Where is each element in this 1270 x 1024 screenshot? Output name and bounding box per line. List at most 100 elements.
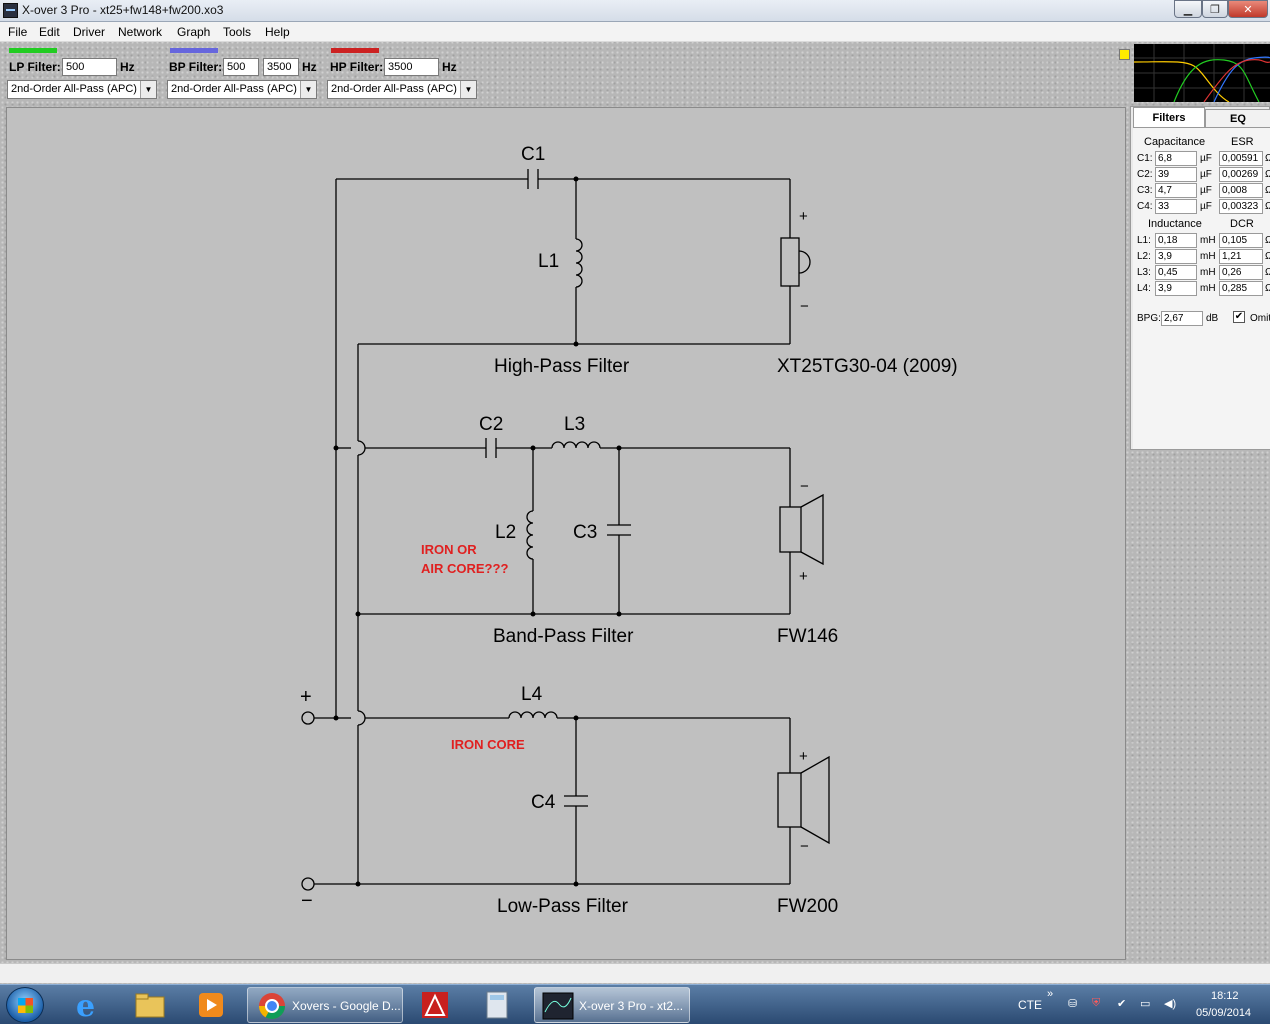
menu-network[interactable]: Network [118, 25, 163, 39]
c2-unit: µF [1200, 169, 1212, 180]
capacitance-header: Capacitance [1144, 136, 1206, 148]
label-l1: L1 [538, 251, 559, 272]
close-button[interactable]: ✕ [1228, 0, 1268, 18]
l2-dcr-input[interactable]: 1,21 [1219, 249, 1263, 264]
omit-checkbox[interactable]: ✔ [1233, 311, 1245, 323]
dcr-header: DCR [1230, 218, 1254, 230]
language-indicator[interactable]: CTE [1018, 998, 1042, 1012]
display-icon[interactable]: ▭ [1140, 998, 1151, 1010]
lp-frequency-input[interactable]: 500 [62, 58, 117, 76]
c3-unit: µF [1200, 185, 1212, 196]
hp-type-select[interactable]: 2nd-Order All-Pass (APC) ▼ [327, 80, 477, 99]
tab-eq[interactable]: EQ [1205, 109, 1270, 128]
c4-label: C4: [1137, 201, 1153, 212]
graph-resize-handle[interactable] [1119, 49, 1130, 60]
bp-type-value: 2nd-Order All-Pass (APC) [171, 83, 297, 95]
volume-icon[interactable]: ◀) [1164, 998, 1177, 1010]
taskbar: e Xovers - Google D... X-over 3 Pro - xt… [0, 984, 1270, 1024]
bpg-value-input[interactable]: 2,67 [1161, 311, 1203, 326]
lp-filter-label: LP Filter: [9, 60, 61, 74]
l1-dcr-input[interactable]: 0,105 [1219, 233, 1263, 248]
c4-esr-input[interactable]: 0,00323 [1219, 199, 1263, 214]
l4-dcr-input[interactable]: 0,285 [1219, 281, 1263, 296]
bp-section-title: Band-Pass Filter [493, 626, 634, 647]
tweeter-plus: + [799, 208, 808, 225]
xover-task-label: X-over 3 Pro - xt2... [579, 999, 684, 1013]
c1-esr-input[interactable]: 0,00591 [1219, 151, 1263, 166]
c4-value-input[interactable]: 33 [1155, 199, 1197, 214]
l2-dcr-unit: Ω [1265, 251, 1270, 262]
menu-graph[interactable]: Graph [177, 25, 211, 39]
maximize-button[interactable]: ❐ [1202, 0, 1228, 18]
c2-esr-input[interactable]: 0,00269 [1219, 167, 1263, 182]
l2-label: L2: [1137, 251, 1151, 262]
menu-edit[interactable]: Edit [39, 25, 60, 39]
l1-coil [575, 238, 583, 288]
l3-dcr-input[interactable]: 0,26 [1219, 265, 1263, 280]
svg-text:e: e [76, 989, 95, 1021]
note-l4: IRON CORE [451, 737, 525, 752]
c2-value-input[interactable]: 39 [1155, 167, 1197, 182]
midrange-driver-icon [779, 506, 802, 553]
bp-high-frequency-input[interactable]: 3500 [263, 58, 299, 76]
chrome-task-label: Xovers - Google D... [292, 999, 401, 1013]
l1-dcr-unit: Ω [1265, 235, 1270, 246]
midrange-plus: + [799, 568, 808, 585]
start-button[interactable] [6, 987, 44, 1023]
bp-low-frequency-input[interactable]: 500 [223, 58, 259, 76]
taskbar-chrome-task[interactable]: Xovers - Google D... [247, 987, 403, 1023]
tweeter-icon [780, 237, 800, 287]
l2-value-input[interactable]: 3,9 [1155, 249, 1197, 264]
menu-driver[interactable]: Driver [73, 25, 105, 39]
antivirus-icon[interactable]: ⛨ [1092, 997, 1101, 1009]
l1-value-input[interactable]: 0,18 [1155, 233, 1197, 248]
minimize-button[interactable]: ▁ [1174, 0, 1202, 18]
lp-response-curve [1133, 61, 1230, 103]
lp-type-value: 2nd-Order All-Pass (APC) [11, 83, 137, 95]
calculator-icon[interactable] [480, 989, 514, 1021]
taskbar-xover-task[interactable]: X-over 3 Pro - xt2... [534, 987, 690, 1023]
label-c1: C1 [521, 144, 545, 165]
menu-help[interactable]: Help [265, 25, 290, 39]
update-icon[interactable]: ✔ [1117, 998, 1127, 1010]
l3-label: L3: [1137, 267, 1151, 278]
woofer-icon [777, 772, 802, 828]
file-explorer-icon[interactable] [133, 989, 167, 1021]
label-l2: L2 [495, 522, 516, 543]
woofer-plus: + [799, 748, 808, 765]
menu-file[interactable]: File [8, 25, 28, 39]
c3-value-input[interactable]: 4,7 [1155, 183, 1197, 198]
chevron-down-icon[interactable]: ▼ [140, 81, 156, 98]
autocad-icon[interactable] [418, 989, 452, 1021]
lp-type-select[interactable]: 2nd-Order All-Pass (APC) ▼ [7, 80, 157, 99]
c3-esr-input[interactable]: 0,008 [1219, 183, 1263, 198]
chevron-down-icon[interactable]: ▼ [460, 81, 476, 98]
clock-time[interactable]: 18:12 [1211, 990, 1239, 1002]
app-icon[interactable] [3, 3, 18, 18]
c1-value-input[interactable]: 6,8 [1155, 151, 1197, 166]
lp-color-bar [9, 48, 57, 53]
filters-tab-body: Capacitance ESR C1: 6,8 µF 0,00591 Ω C2:… [1133, 127, 1270, 449]
woofer-minus: − [800, 838, 809, 855]
mini-response-graph[interactable] [1133, 44, 1270, 103]
network-icon[interactable]: ⛁ [1068, 998, 1078, 1010]
bp-unit: Hz [302, 60, 317, 74]
tab-filters[interactable]: Filters [1133, 107, 1205, 128]
internet-explorer-icon[interactable]: e [72, 989, 106, 1021]
hp-color-bar [331, 48, 379, 53]
tray-expand-icon[interactable]: » [1047, 988, 1054, 1000]
hp-frequency-input[interactable]: 3500 [384, 58, 439, 76]
inductance-header: Inductance [1148, 218, 1202, 230]
clock-date[interactable]: 05/09/2014 [1196, 1007, 1252, 1019]
l3-value-input[interactable]: 0,45 [1155, 265, 1197, 280]
tweeter-minus: − [800, 298, 809, 315]
media-player-icon[interactable] [194, 989, 228, 1021]
schematic-canvas[interactable]: C1 L1 C2 L3 L2 C3 L4 C4 High-Pass Filter… [6, 107, 1126, 960]
chevron-down-icon[interactable]: ▼ [300, 81, 316, 98]
input-plus-sign: + [300, 686, 312, 708]
menu-tools[interactable]: Tools [223, 25, 252, 39]
label-l3: L3 [564, 414, 585, 435]
bp-type-select[interactable]: 2nd-Order All-Pass (APC) ▼ [167, 80, 317, 99]
hp-unit: Hz [442, 60, 457, 74]
l4-value-input[interactable]: 3,9 [1155, 281, 1197, 296]
